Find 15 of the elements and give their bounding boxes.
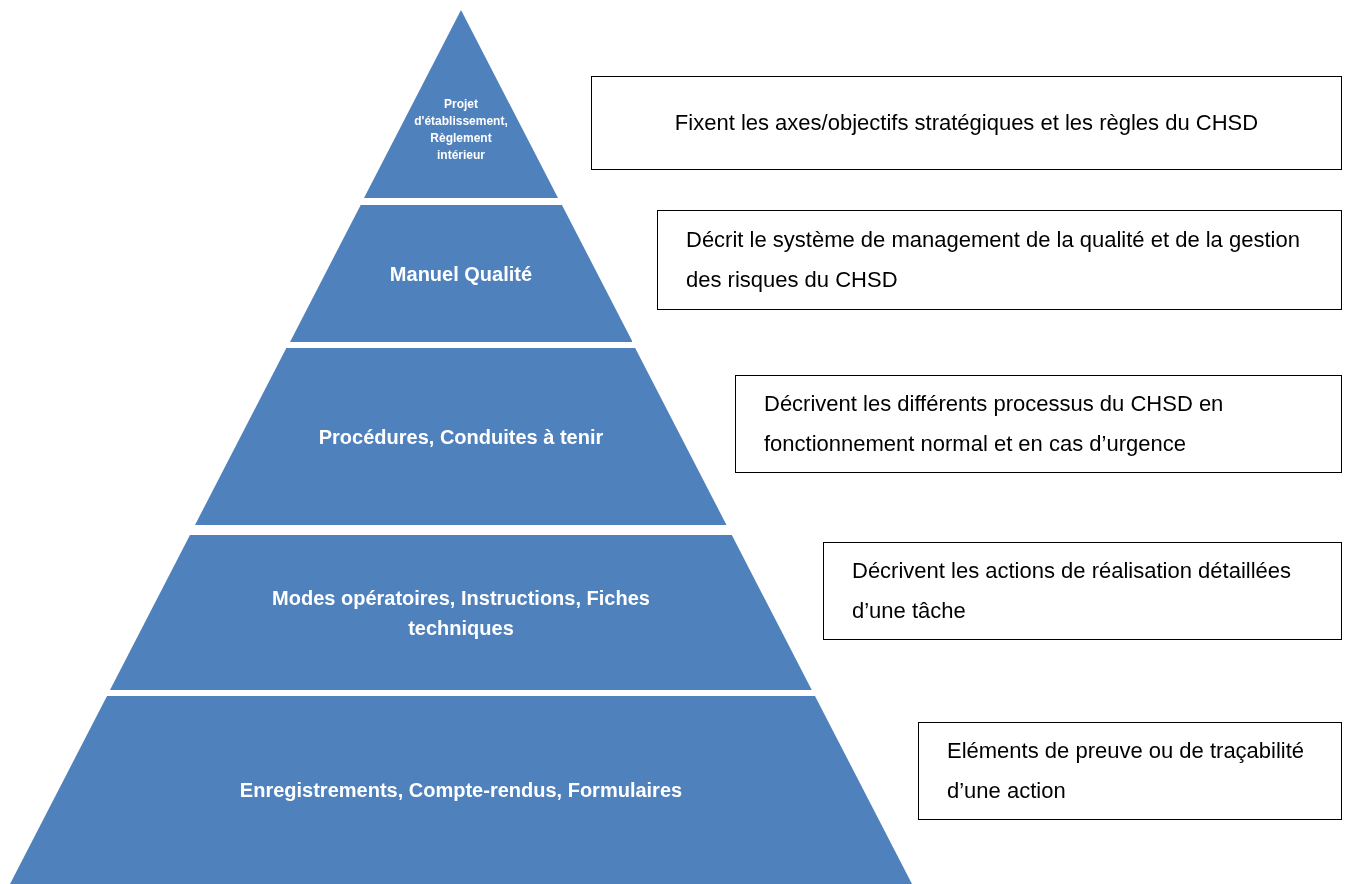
description-text: Décrivent les actions de réalisation détaillées d’une tâche	[852, 557, 1292, 625]
description-box	[823, 542, 1342, 640]
level-label: Enregistrements, Compte-rendus, Formulaires	[239, 778, 683, 803]
description-text: Fixent les axes/objectifs stratégiques et les règles du CHSD	[674, 109, 1259, 137]
level-label: Projet d'établissement, Règlement intérieur	[413, 96, 509, 164]
level-label: Modes opératoires, Instructions, Fiches techniques	[271, 585, 651, 641]
level-label: Procédures, Conduites à tenir	[318, 424, 604, 450]
description-box	[735, 375, 1342, 473]
description-box	[918, 722, 1342, 820]
level-label: Manuel Qualité	[389, 261, 533, 287]
description-text: Décrivent les différents processus du CHSD en fonctionnement normal et en cas d’urgence	[764, 390, 1225, 458]
description-text: Eléments de preuve ou de traçabilité d’une action	[947, 737, 1306, 805]
description-box	[591, 76, 1342, 170]
description-text: Décrit le système de management de la qualité et de la gestion des risques du CHSD	[686, 226, 1301, 294]
description-box	[657, 210, 1342, 310]
